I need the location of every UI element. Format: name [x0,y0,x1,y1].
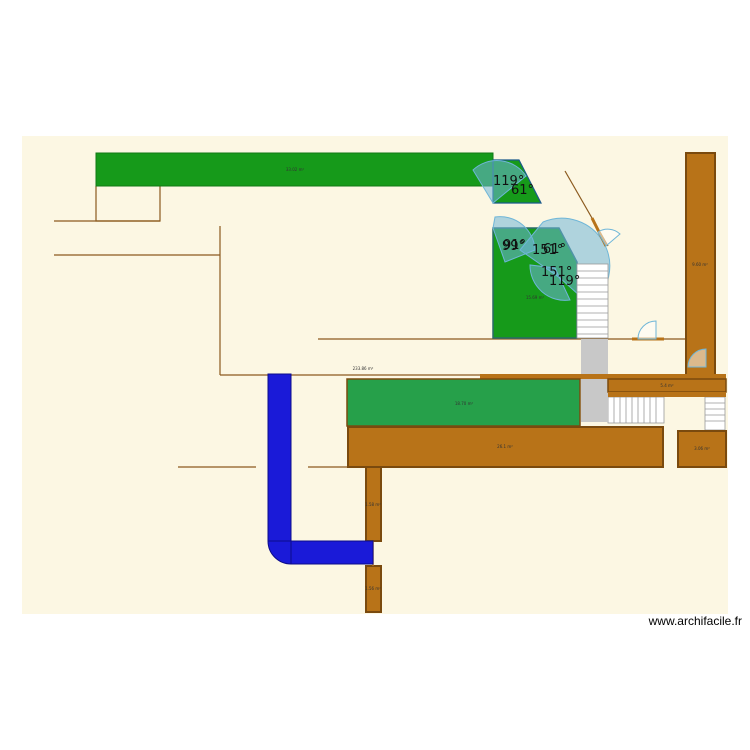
brown-strip-thin [480,374,726,379]
door-arc-4 [529,264,571,301]
angle-3: 99° [502,239,525,254]
label-hall: 233.86 m² [353,366,374,371]
stairs-right [704,396,726,431]
angle-6: 61° [543,242,566,257]
blue-duct[interactable] [267,373,374,565]
stairs-lower [607,396,665,424]
label-brown-big: 26.1 m² [497,444,513,449]
watermark: www.archifacile.fr [648,614,742,628]
room-brown-big[interactable] [347,426,664,468]
grey-corridor [581,339,608,422]
door-arc-1 [472,160,527,204]
label-right-strip: 5.4 m² [660,383,674,388]
room-top-green[interactable] [95,152,494,187]
label-right-small: 3.06 m² [694,446,710,451]
label-middle-green: 18.70 m² [455,401,474,406]
door-hall [632,320,664,341]
angle-5: 151° [532,243,563,258]
label-post-2: 1.56 m² [365,586,381,591]
label-small-green: 15.69 m² [526,295,545,300]
room-right-column[interactable] [685,152,716,378]
room-middle-green[interactable] [346,378,581,427]
stairs-upper [576,263,609,339]
thin-walls [54,170,685,468]
label-right-column: 9.60 m² [692,262,708,267]
angle-4: 91° [503,238,526,253]
angle-2: 61° [511,183,534,198]
room-labels: 33.02 m² 15.69 m² 18.70 m² 26.1 m² 9.60 … [286,167,710,591]
angle-1: 119° [493,174,524,189]
angle-labels: 119° 61° 99° 91° 151° 61° 151° 119° [493,174,580,289]
label-post-1: 1.58 m² [365,502,381,507]
brown-strip-lower [608,392,726,397]
angle-8: 119° [549,274,580,289]
door-column [687,348,707,368]
angle-7: 151° [541,265,572,280]
label-top-green: 33.02 m² [286,167,305,172]
room-right-small[interactable] [677,430,727,468]
door-diagonal [590,217,621,247]
